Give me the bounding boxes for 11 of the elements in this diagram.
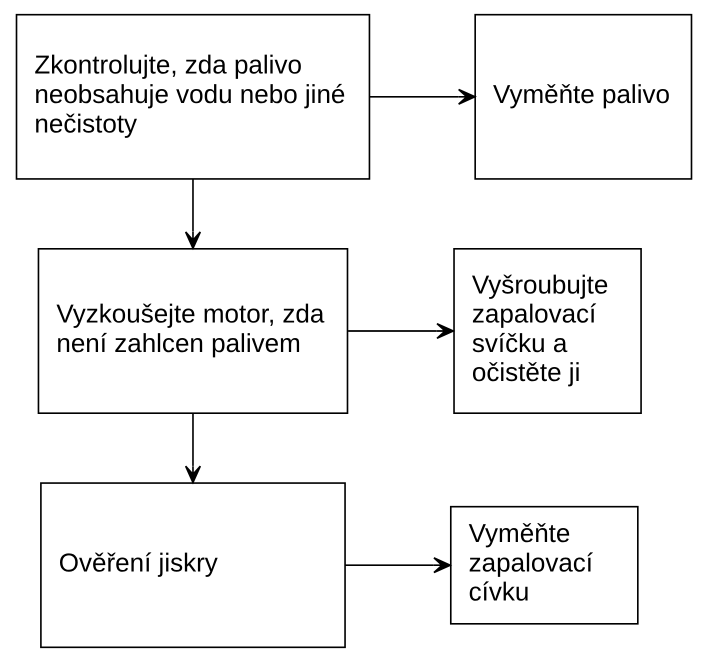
node-box: Vyměňte palivo [474, 14, 692, 180]
node-box: Zkontrolujte, zda palivo neobsahuje vodu nebo jiné nečistoty [15, 14, 370, 180]
arrow [184, 413, 201, 484]
node-box: Vyšroubujte zapalovací svíčku a očistěte ji [452, 248, 642, 414]
arrow [348, 322, 454, 340]
node-box: Vyzkoušejte motor, zda není zahlcen palivem [37, 248, 348, 414]
node-box: Ověření jiskry [40, 482, 346, 648]
arrow [369, 88, 476, 105]
arrow [344, 557, 451, 574]
arrow [184, 179, 201, 250]
node-box: Vyměňte zapalovací cívku [449, 506, 638, 625]
